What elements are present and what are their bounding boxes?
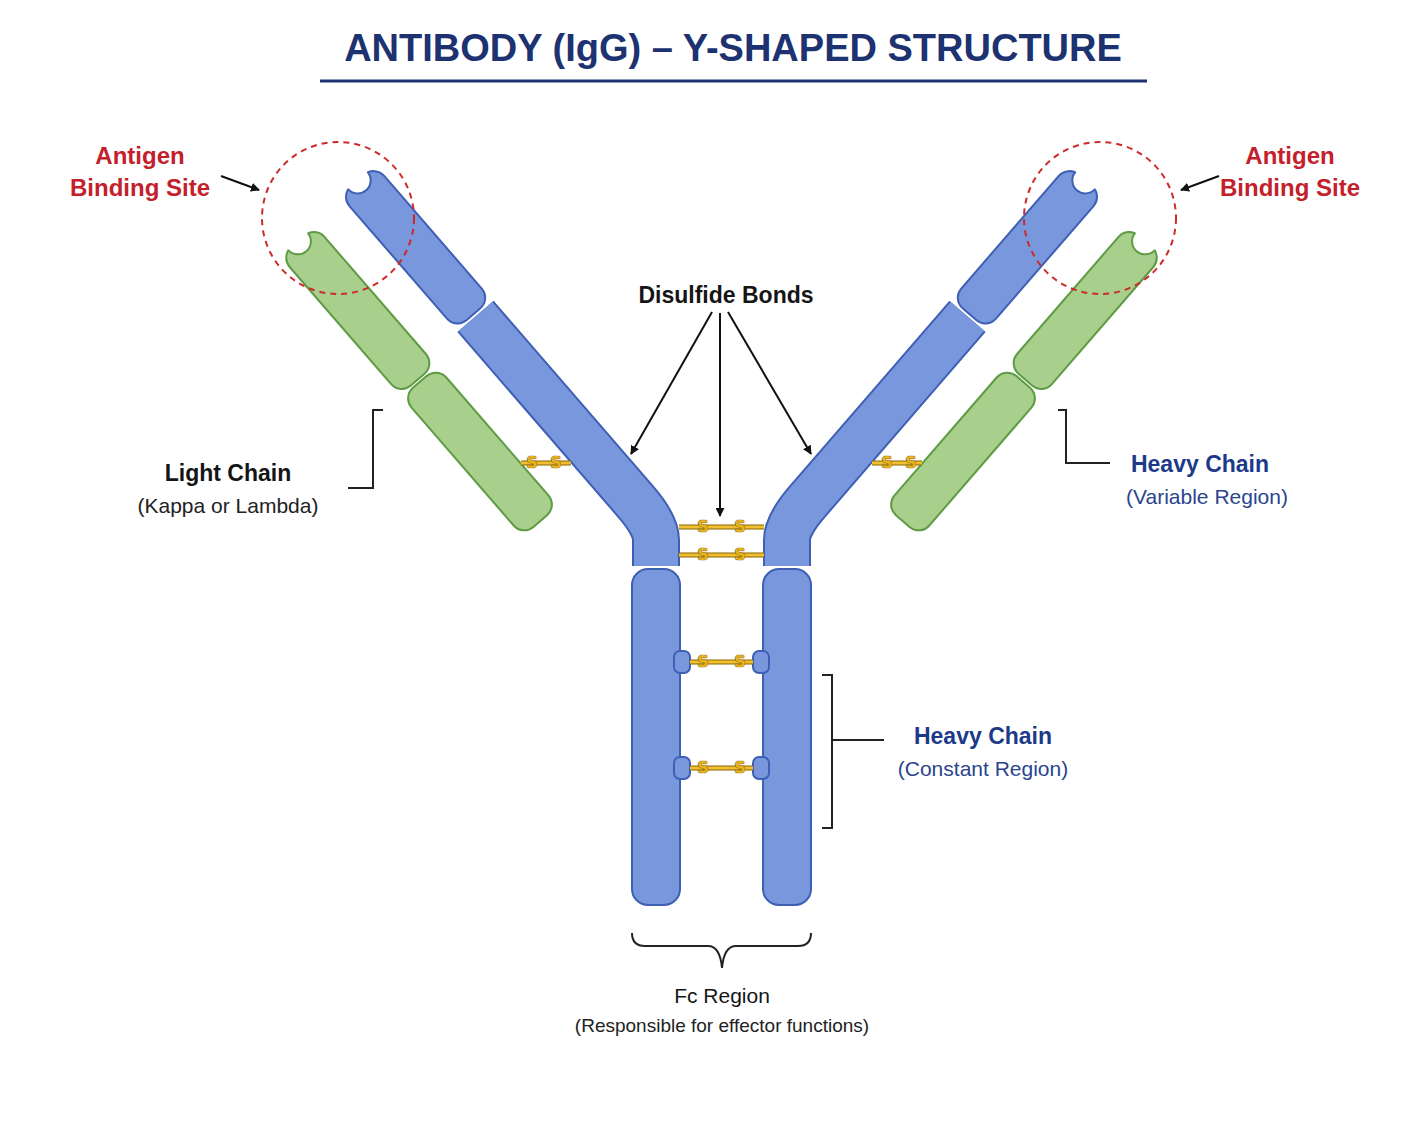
sulfur-atom: S [695, 654, 711, 670]
bracket [1058, 410, 1110, 463]
leader-arrow [728, 312, 811, 454]
binding-site-circle [1024, 142, 1176, 294]
right-half [753, 163, 1164, 905]
sulfur-atom: S [903, 455, 919, 471]
hinge-bonds [679, 527, 764, 768]
leader-arrow [221, 176, 259, 190]
sulfur-atom: S [695, 760, 711, 776]
disulfide-bond-edge [679, 525, 764, 530]
disulfide-bond [679, 554, 764, 557]
leader-arrow [719, 313, 721, 516]
chain-sublabel: (Constant Region) [853, 757, 1113, 781]
chain-label: Heavy Chain [863, 723, 1103, 750]
chain-label: Light Chain [108, 460, 348, 487]
bracket [822, 675, 884, 828]
sulfur-atom: S [879, 455, 895, 471]
sulfur-atom: S [732, 519, 748, 535]
sulfur-atom: S [732, 547, 748, 563]
binding-site-label: Antigen Binding Site [58, 140, 223, 204]
curly-brace [632, 933, 811, 968]
title-underline [320, 80, 1147, 83]
sulfur-atom: S [695, 547, 711, 563]
bond-label: Disulfide Bonds [596, 282, 856, 309]
bracket [348, 410, 383, 488]
sulfur-atom: S [524, 455, 540, 471]
region-label: Fc Region [602, 984, 842, 1008]
left-half [279, 163, 690, 905]
region-sublabel: (Responsible for effector functions) [512, 1015, 932, 1037]
sulfur-atom: S [695, 519, 711, 535]
binding-site-circle [262, 142, 414, 294]
diagram-title: ANTIBODY (IgG) – Y-SHAPED STRUCTURE [344, 27, 1122, 70]
disulfide-bond-edge [679, 553, 764, 558]
chain-sublabel: (Kappa or Lambda) [98, 494, 358, 518]
sulfur-atom: S [732, 654, 748, 670]
leader-arrow [1181, 176, 1219, 190]
chain-sublabel: (Variable Region) [1077, 485, 1337, 509]
disulfide-bond [679, 526, 764, 529]
leader-arrow [631, 312, 712, 454]
chain-label: Heavy Chain [1080, 451, 1320, 478]
binding-site-label: Antigen Binding Site [1208, 140, 1373, 204]
sulfur-atom: S [548, 455, 564, 471]
sulfur-atom: S [732, 760, 748, 776]
